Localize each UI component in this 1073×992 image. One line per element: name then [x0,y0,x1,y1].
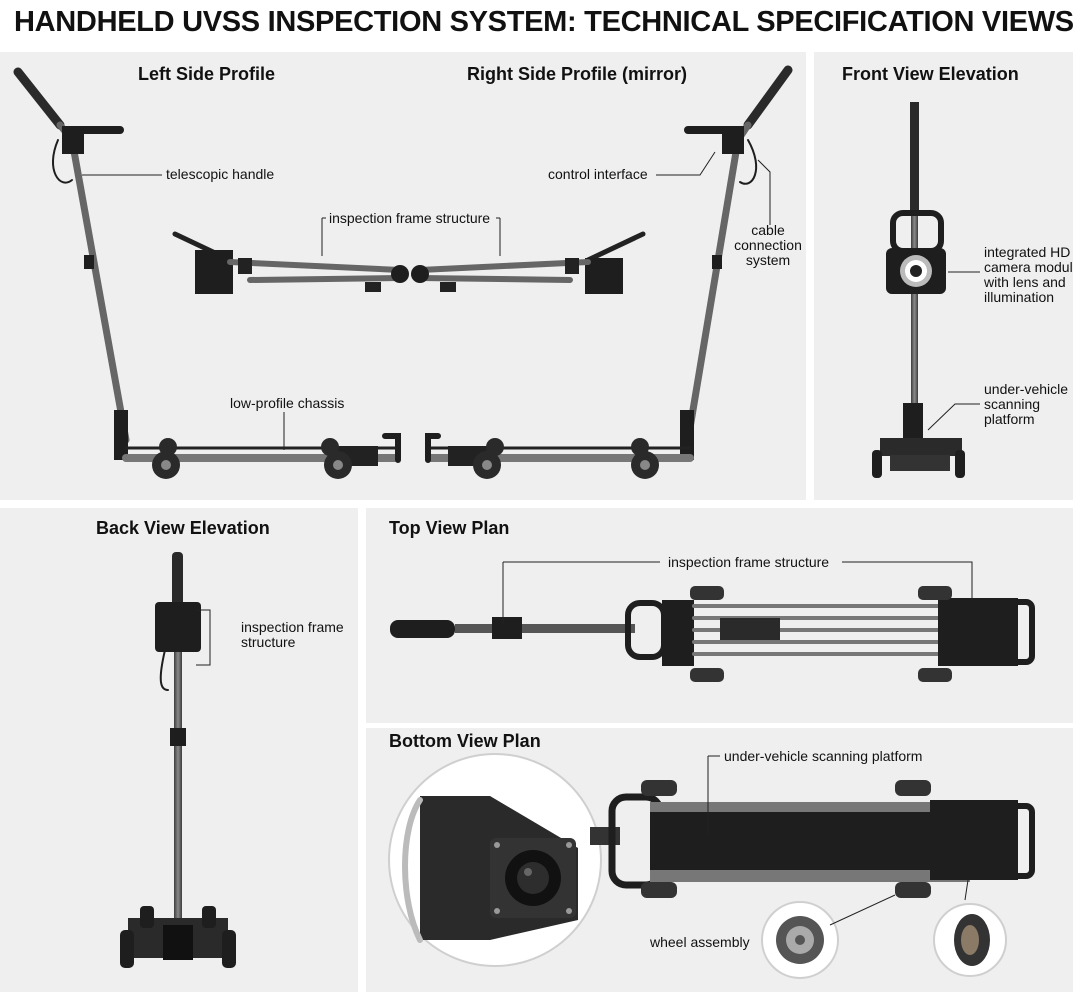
right-side-device [425,65,793,479]
bottom-view-title: Bottom View Plan [389,731,541,751]
left-inspection-frame [172,231,409,294]
scanning-platform-bottom-label: under-vehicle scanning platform [724,748,923,764]
inspection-frame-side-label: inspection frame structure [329,210,491,226]
inspection-frame-top-label: inspection frame structure [668,554,830,570]
camera-module-label: integrated HD camera modul with lens and… [984,244,1073,305]
left-side-device [13,67,401,479]
page-title: HANDHELD UVSS INSPECTION SYSTEM: TECHNIC… [14,6,1073,38]
bottom-view-device [388,753,1035,979]
right-inspection-frame [411,231,646,294]
back-view-device [120,552,236,968]
top-view-title: Top View Plan [389,518,510,538]
wheel-assembly-label: wheel assembly [650,934,750,950]
scanning-platform-front-label: under-vehicle scanning platform [984,381,1069,427]
front-view-device [872,102,965,478]
inspection-frame-back-label: inspection frame structure [241,619,344,650]
telescopic-handle-label: telescopic handle [166,166,275,182]
right-side-profile-title: Right Side Profile (mirror) [467,64,688,84]
back-view-title: Back View Elevation [96,518,270,538]
control-interface-label: control interface [548,166,648,182]
left-side-profile-title: Left Side Profile [138,64,276,84]
low-profile-chassis-label: low-profile chassis [230,395,345,411]
top-view-device [390,586,1035,682]
cable-connection-label: cable connection system [734,222,802,268]
front-view-title: Front View Elevation [842,64,1019,84]
leader-lines [82,151,980,926]
